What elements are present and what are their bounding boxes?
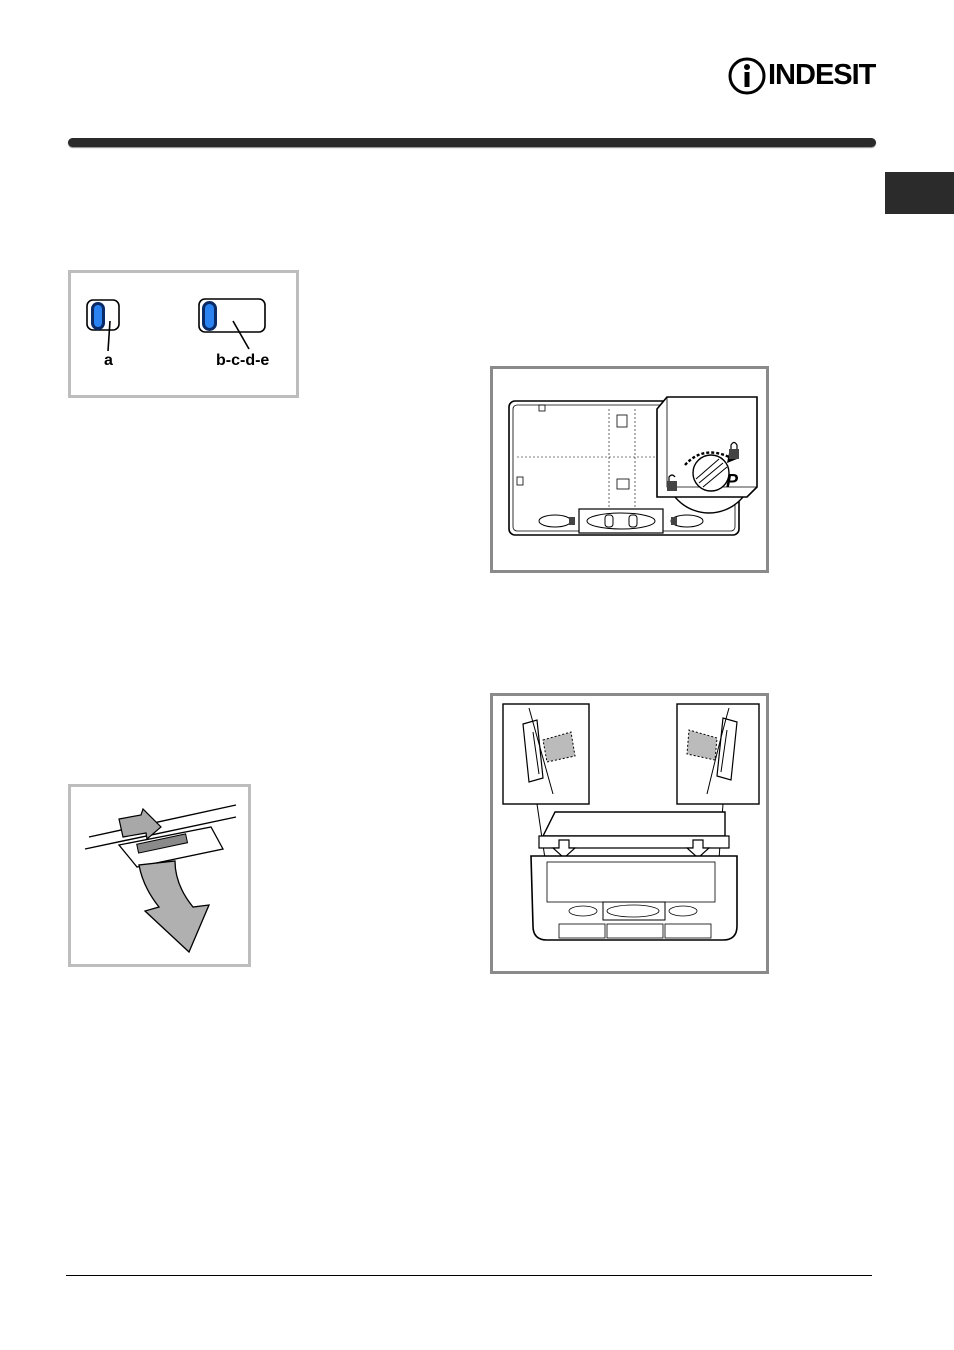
filter-clips-diagram [493,696,766,971]
label-b-c-d-e: b-c-d-e [216,352,269,370]
brand-name: INDESIT [768,59,875,92]
header-rule [68,138,876,147]
drawer-release-figure [68,784,251,967]
selector-indicator-diagram [71,273,296,395]
padlock-icon [729,449,739,459]
label-a: a [104,352,113,370]
press-and-pull-arrows [71,787,248,964]
filter-clips-figure [490,693,769,974]
indesit-logo: INDESIT [728,56,873,96]
control-panel-diagram [493,369,766,570]
footer-rule [66,1275,872,1276]
language-tab [885,172,954,214]
selector-figure: a b-c-d-e [68,270,299,398]
label-p: P [726,471,738,492]
panel-lock-figure: P [490,366,769,573]
